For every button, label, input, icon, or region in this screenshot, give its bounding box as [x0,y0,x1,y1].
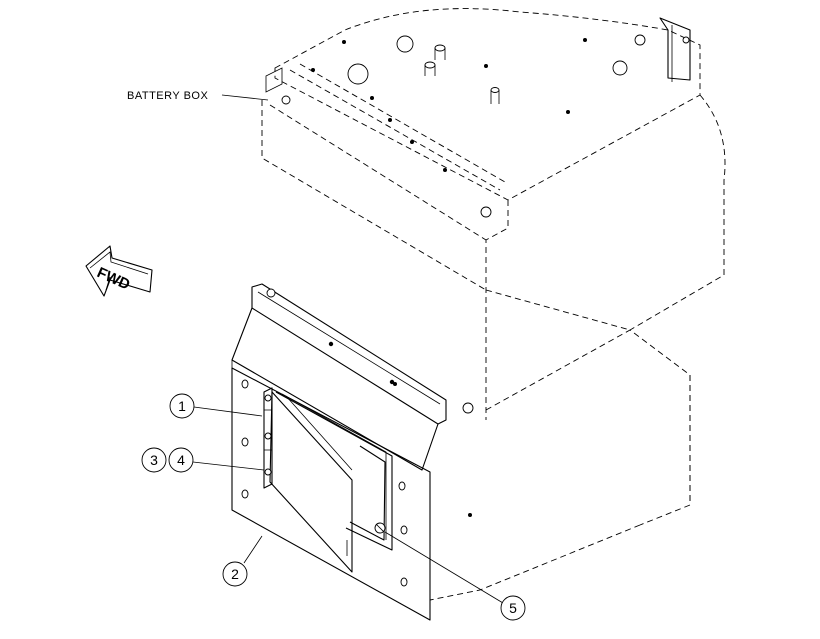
battery-box-callout: BATTERY BOX [127,90,269,102]
fwd-arrow-icon: FWD [85,245,153,297]
callout-4: 4 [168,447,265,473]
callout-4-number: 4 [177,452,185,468]
battery-box [261,8,726,601]
callout-1-number: 1 [178,398,186,414]
callout-3-number: 3 [150,452,158,468]
battery-box-label: BATTERY BOX [127,90,208,102]
callout-1: 1 [169,393,263,419]
callout-5: 5 [384,531,526,621]
callout-5-number: 5 [509,600,517,616]
callout-2-number: 2 [231,566,239,582]
callout-2: 2 [222,535,263,587]
callout-3: 3 [141,447,167,473]
bracket-assembly [231,283,472,621]
